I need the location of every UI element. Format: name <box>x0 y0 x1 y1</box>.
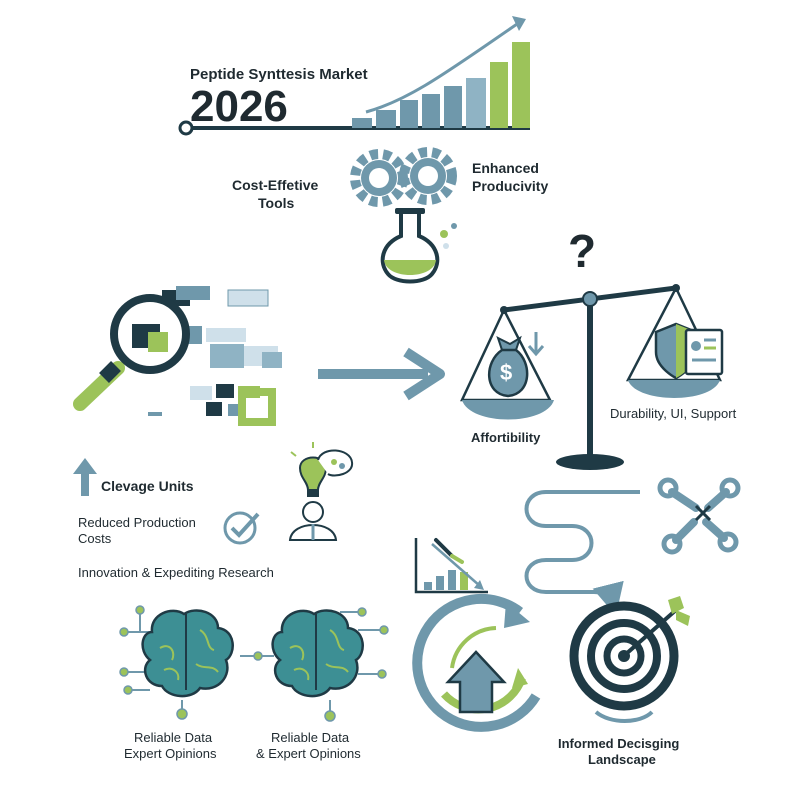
arrow-up-icon <box>73 458 97 496</box>
brain-left-label-line2: Expert Opinions <box>124 746 217 761</box>
enhanced-productivity-line1: Enhanced <box>472 160 539 176</box>
dashboard-icon <box>684 328 724 376</box>
balance-scale-icon <box>460 284 722 470</box>
trend-chart-icon <box>414 538 488 594</box>
outcome-label-line1: Informed Decisging <box>558 736 680 751</box>
money-symbol: $ <box>500 360 513 385</box>
cycle-arrow-icon <box>412 593 541 732</box>
network-nodes <box>119 605 389 722</box>
arrow-right-icon <box>318 347 445 401</box>
market-bar-chart-icon <box>178 16 530 136</box>
gear-icon <box>350 149 408 207</box>
money-bag-icon <box>487 332 545 398</box>
wrench-heads <box>657 477 741 555</box>
question-mark: ? <box>568 225 597 277</box>
reduced-costs-line1: Reduced Production <box>78 515 196 530</box>
process-path-arrow <box>524 490 640 616</box>
checkmark-icon <box>223 511 260 545</box>
flask-icon <box>380 208 457 284</box>
brain-icon <box>141 609 234 698</box>
gear-icon <box>399 147 457 205</box>
wrench-cross <box>694 504 712 522</box>
brain-right-label-line1: Reliable Data <box>271 730 350 745</box>
brain-left-label-line1: Reliable Data <box>134 730 213 745</box>
target-icon <box>569 596 690 723</box>
magnifier-icon <box>73 294 190 411</box>
cost-effective-label-line2: Tools <box>258 195 295 211</box>
innovation-label: Innovation & Expediting Research <box>78 565 274 580</box>
cost-effective-label-line1: Cost-Effetive <box>232 177 319 193</box>
brain-icon <box>271 609 364 698</box>
market-year: 2026 <box>190 82 288 131</box>
reduced-costs-line2: Costs <box>78 531 112 546</box>
lightbulb-icon <box>288 442 354 541</box>
durability-label: Durability, UI, Support <box>610 406 737 421</box>
cleavage-units-label: Clevage Units <box>101 478 194 494</box>
enhanced-productivity-line2: Producivity <box>472 178 549 194</box>
outcome-label-line2: Landscape <box>588 752 656 767</box>
brain-right-label-line2: & Expert Opinions <box>256 746 361 761</box>
market-title: Peptide Synttesis Market <box>190 66 368 83</box>
affordability-label: Affortibility <box>471 430 541 445</box>
